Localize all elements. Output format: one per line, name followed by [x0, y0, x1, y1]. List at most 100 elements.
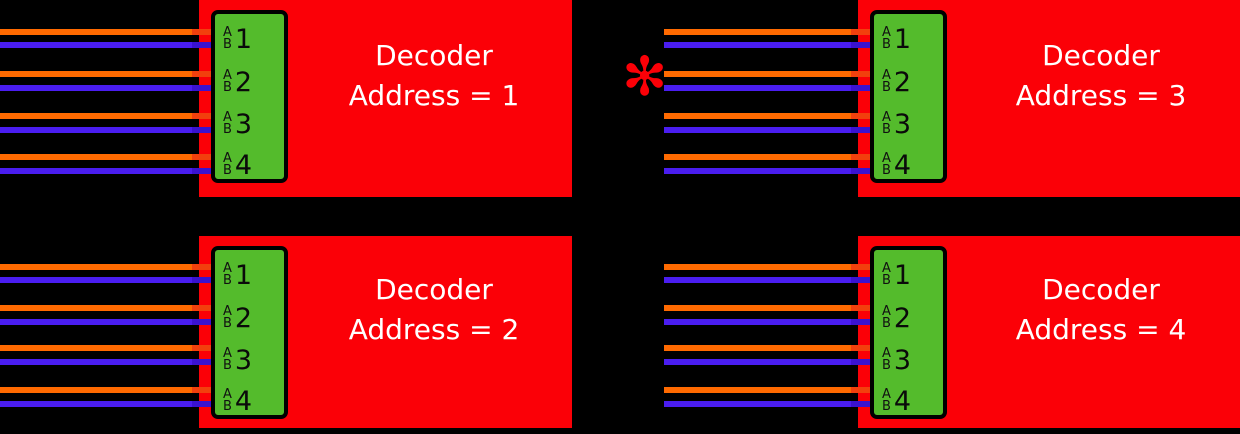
terminal-number: 2 — [234, 66, 253, 98]
wire-b-3-1 — [664, 42, 897, 48]
wire-b-3-3 — [664, 127, 897, 133]
terminal-row[interactable]: A B 2 — [223, 298, 252, 338]
wire-a-3-3 — [664, 113, 897, 119]
terminal-row[interactable]: A B 3 — [882, 340, 911, 380]
terminal-number: 1 — [893, 23, 912, 55]
terminal-number: 3 — [893, 108, 912, 140]
terminal-row[interactable]: A B 1 — [223, 19, 252, 59]
terminal-row[interactable]: A B 3 — [223, 340, 252, 380]
terminal-label-a: A — [223, 346, 232, 362]
terminal-row[interactable]: A B 4 — [223, 381, 252, 421]
terminal-label-a: A — [882, 261, 891, 277]
terminal-ab-label: A B — [223, 304, 232, 330]
wire-a-4-3 — [664, 345, 897, 351]
wire-a-2-3 — [0, 345, 238, 351]
terminal-label-a: A — [223, 261, 232, 277]
wire-a-1-1 — [0, 29, 238, 35]
terminal-block-2[interactable]: A B 1 A B 2 A B 3 A B 4 — [211, 246, 288, 419]
terminal-block-1[interactable]: A B 1 A B 2 A B 3 A B 4 — [211, 10, 288, 183]
wire-a-3-4 — [664, 154, 897, 160]
terminal-label-a: A — [223, 151, 232, 167]
wire-b-3-4 — [664, 168, 897, 174]
terminal-ab-label: A B — [882, 25, 891, 52]
terminal-label-b: B — [223, 399, 232, 414]
terminal-number: 2 — [893, 302, 912, 334]
terminal-label-b: B — [882, 37, 891, 52]
terminal-row[interactable]: A B 2 — [882, 62, 911, 102]
terminal-row[interactable]: A B 1 — [882, 255, 911, 295]
wire-b-3-2 — [664, 85, 897, 91]
terminal-row[interactable]: A B 2 — [882, 298, 911, 338]
terminal-label-b: B — [223, 80, 232, 95]
terminal-row[interactable]: A B 1 — [882, 19, 911, 59]
terminal-row[interactable]: A B 3 — [223, 104, 252, 144]
terminal-ab-label: A B — [223, 25, 232, 52]
terminal-number: 4 — [234, 385, 253, 417]
terminal-block-3[interactable]: A B 1 A B 2 A B 3 A B 4 — [870, 10, 947, 183]
terminal-number: 1 — [893, 259, 912, 291]
terminal-number: 1 — [234, 23, 253, 55]
wire-b-4-3 — [664, 359, 897, 365]
terminal-label-b: B — [223, 163, 232, 178]
terminal-row[interactable]: A B 4 — [882, 381, 911, 421]
terminal-ab-label: A B — [882, 261, 891, 287]
terminal-number: 3 — [893, 344, 912, 376]
terminal-label-a: A — [882, 151, 891, 167]
terminal-label-a: A — [223, 25, 232, 41]
terminal-label-b: B — [882, 316, 891, 331]
wire-a-2-4 — [0, 387, 238, 393]
terminal-ab-label: A B — [223, 68, 232, 95]
wire-b-4-4 — [664, 401, 897, 407]
terminal-row[interactable]: A B 4 — [223, 145, 252, 185]
wire-b-4-1 — [664, 277, 897, 283]
terminal-label-a: A — [223, 304, 232, 320]
terminal-label-a: A — [882, 387, 891, 403]
terminal-label-a: A — [223, 68, 232, 84]
wire-a-1-3 — [0, 113, 238, 119]
terminal-label-a: A — [882, 304, 891, 320]
wire-b-1-3 — [0, 127, 238, 133]
terminal-label-b: B — [223, 37, 232, 52]
terminal-ab-label: A B — [882, 387, 891, 414]
wire-a-4-1 — [664, 264, 897, 270]
terminal-label-b: B — [882, 358, 891, 373]
decoder-caption-2: Decoder Address = 2 — [348, 273, 520, 346]
terminal-ab-label: A B — [223, 387, 232, 414]
terminal-label-a: A — [882, 68, 891, 84]
wire-b-2-1 — [0, 277, 238, 283]
terminal-number: 2 — [893, 66, 912, 98]
wire-a-3-1 — [664, 29, 897, 35]
wire-a-1-2 — [0, 71, 238, 77]
terminal-number: 3 — [234, 344, 253, 376]
terminal-number: 4 — [893, 149, 912, 181]
terminal-label-a: A — [223, 387, 232, 403]
wire-b-2-3 — [0, 359, 238, 365]
terminal-ab-label: A B — [882, 304, 891, 331]
terminal-number: 4 — [893, 385, 912, 417]
terminal-number: 1 — [234, 259, 253, 291]
decoder-caption-1: Decoder Address = 1 — [348, 39, 520, 112]
terminal-label-a: A — [882, 25, 891, 41]
terminal-ab-label: A B — [882, 68, 891, 95]
terminal-row[interactable]: A B 4 — [882, 145, 911, 185]
terminal-block-4[interactable]: A B 1 A B 2 A B 3 A B 4 — [870, 246, 947, 419]
terminal-label-a: A — [223, 110, 232, 126]
wire-b-4-2 — [664, 319, 897, 325]
terminal-row[interactable]: A B 2 — [223, 62, 252, 102]
terminal-number: 2 — [234, 302, 253, 334]
terminal-row[interactable]: A B 3 — [882, 104, 911, 144]
wire-a-2-2 — [0, 305, 238, 311]
wire-a-2-1 — [0, 264, 238, 270]
wire-a-3-2 — [664, 71, 897, 77]
terminal-label-b: B — [882, 80, 891, 95]
wire-b-1-2 — [0, 85, 238, 91]
terminal-ab-label: A B — [882, 111, 891, 136]
wire-b-1-4 — [0, 168, 238, 174]
asterisk-icon: ✻ — [622, 45, 668, 108]
wire-b-2-4 — [0, 401, 238, 407]
terminal-label-b: B — [882, 399, 891, 414]
wire-b-2-2 — [0, 319, 238, 325]
terminal-row[interactable]: A B 1 — [223, 255, 252, 295]
decoder-caption-4: Decoder Address = 4 — [1015, 273, 1187, 346]
wire-a-4-4 — [664, 387, 897, 393]
